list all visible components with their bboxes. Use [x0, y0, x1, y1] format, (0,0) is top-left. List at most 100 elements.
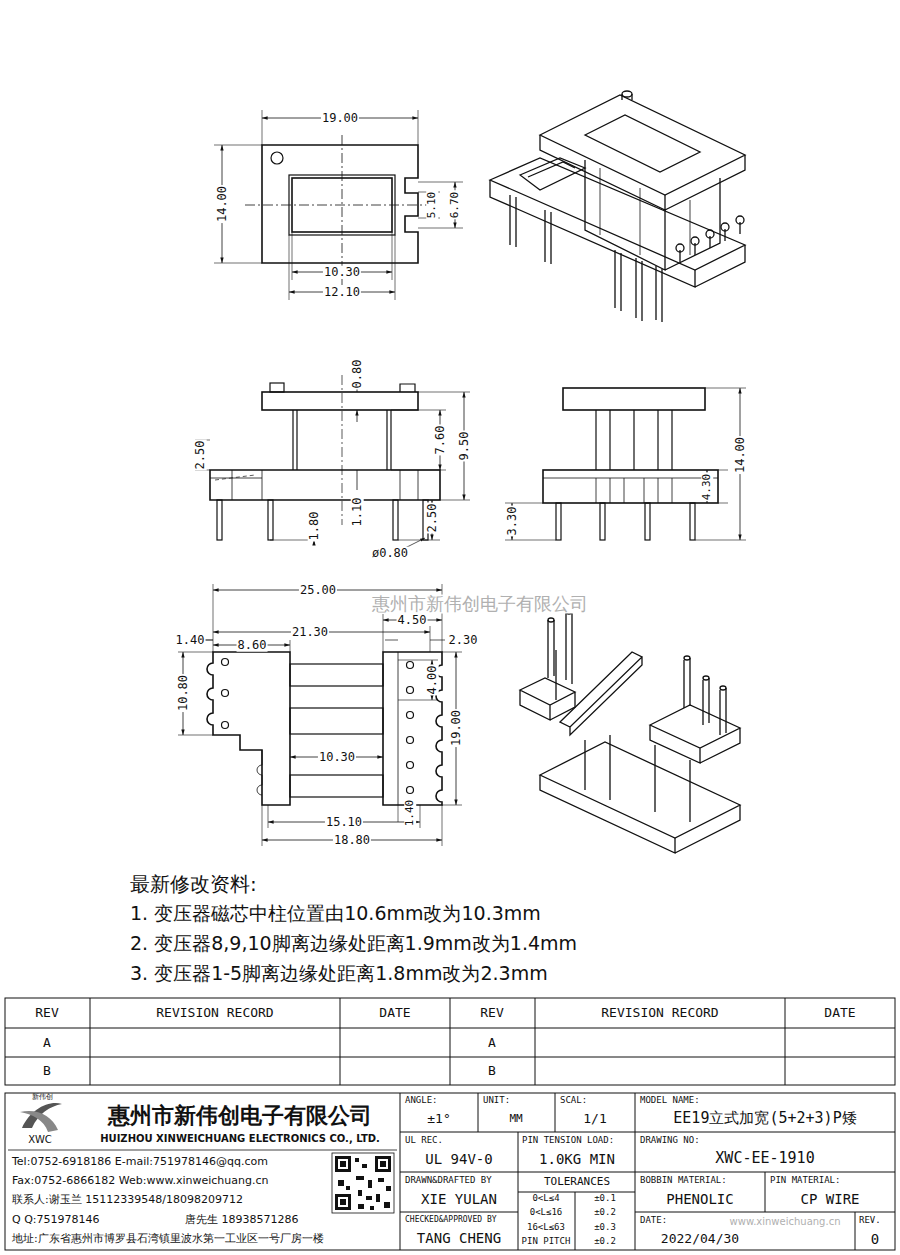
- drawing-line: [400, 1093, 895, 1250]
- drawing-line: [262, 392, 418, 410]
- field-label: PIN PITCH: [522, 1237, 571, 1246]
- drawing-line: [512, 388, 740, 540]
- dimension-value: ø0.80: [371, 547, 409, 560]
- dimension-value: 1.40: [175, 634, 206, 647]
- dimension-value: 0.80: [351, 359, 364, 390]
- drawing-line: [585, 735, 690, 822]
- dimension-value: 12.10: [323, 286, 361, 299]
- drawing-line: [271, 152, 283, 164]
- drawing-line: [585, 115, 700, 172]
- drawing-line: [490, 180, 745, 287]
- field-label: SCAL:: [560, 1096, 587, 1105]
- dimension-value: 2.50: [194, 440, 207, 471]
- drawing-line: [520, 678, 575, 720]
- drawing-line: [362, 1164, 367, 1168]
- drawing-line: [393, 500, 398, 540]
- dimension-value: 2.50: [426, 503, 439, 534]
- field-value: CP WIRE: [800, 1192, 859, 1207]
- revision-note: 2. 变压器8,9,10脚离边缘处距离1.9mm改为1.4mm: [130, 934, 577, 954]
- drawing-line: [407, 787, 414, 794]
- dimension-value: 4.30: [701, 473, 713, 502]
- drawing-line: [356, 1176, 364, 1180]
- logo-text: 新伟创: [32, 1094, 53, 1101]
- dimension-value: 10.30: [318, 751, 356, 764]
- drawing-line: [183, 590, 456, 840]
- field-label: 0<L≤16: [530, 1208, 563, 1217]
- drawing-line: [222, 118, 455, 292]
- isometric-view-top: [490, 91, 745, 322]
- drawing-line: [556, 503, 561, 540]
- dimension-value: 1.80: [308, 511, 321, 542]
- drawing-line: [370, 1206, 374, 1210]
- isometric-view-bottom: [520, 610, 740, 853]
- drawing-line: [736, 216, 744, 224]
- field-label: ±0.1: [594, 1194, 616, 1203]
- revision-table: [5, 998, 895, 1085]
- drawing-line: [290, 708, 383, 734]
- field-label: REV.: [859, 1216, 881, 1225]
- drawing-line: [338, 1159, 348, 1169]
- field-value: EE19立式加宽(5+2+3)P矮: [673, 1111, 856, 1127]
- drawing-line: [407, 712, 414, 719]
- drawing-line: [407, 737, 414, 744]
- top-view: [214, 110, 463, 300]
- company-name: 惠州市新伟创电子有限公司: [108, 1104, 372, 1127]
- dimension-value: 18.80: [333, 834, 371, 847]
- dimension-value: 19.00: [321, 112, 359, 125]
- field-value: 1/1: [583, 1112, 606, 1126]
- drawing-line: [340, 1161, 346, 1167]
- drawing-line: [368, 1180, 372, 1188]
- drawing-line: [398, 652, 399, 805]
- field-value: UL 94V-0: [425, 1152, 492, 1167]
- drawing-line: [342, 375, 343, 525]
- drawing-line: [290, 664, 383, 686]
- table-cell: REV: [480, 1006, 503, 1020]
- drawing-line: [386, 1186, 391, 1191]
- field-value: 2022/04/30: [661, 1232, 739, 1246]
- drawing-line: [207, 652, 290, 805]
- revision-note: 最新修改资料:: [130, 874, 257, 895]
- drawing-line: [400, 384, 415, 392]
- field-label: DATE:: [640, 1216, 667, 1225]
- drawing-line: [338, 1197, 348, 1207]
- field-label: 16<L≤63: [527, 1223, 565, 1232]
- drawing-line: [346, 1186, 350, 1190]
- drawing-line: [540, 775, 740, 853]
- dimension-value: 10.80: [177, 674, 190, 712]
- field-label: DRAWN&DRAFTED BY: [405, 1176, 492, 1185]
- drawing-line: [543, 478, 718, 503]
- qr-code: [332, 1153, 394, 1213]
- drawing-line: [262, 145, 418, 263]
- drawing-line: [210, 470, 418, 500]
- field-value: XIE YULAN: [421, 1192, 497, 1207]
- drawing-line: [596, 410, 672, 470]
- table-cell: B: [43, 1064, 51, 1078]
- title-block: [5, 1093, 895, 1250]
- field-value: TANG CHENG: [417, 1231, 501, 1246]
- dimension-value: 9.50: [458, 431, 471, 462]
- field-value: TOLERANCES: [544, 1176, 610, 1188]
- drawing-line: [520, 158, 585, 190]
- dimension-value: 21.30: [291, 626, 329, 639]
- dimension-value: 14.00: [734, 436, 747, 474]
- drawing-line: [214, 110, 463, 300]
- company-name: HUIZHOU XINWEICHUANG ELECTRONICS CO., LT…: [100, 1134, 380, 1145]
- drawing-line: [222, 659, 229, 666]
- dimension-value: 1.40: [404, 799, 416, 828]
- drawing-line: [335, 1156, 351, 1172]
- dimension-value: 10.30: [323, 266, 361, 279]
- watermark: www.xinweichuang.cn: [728, 1217, 843, 1228]
- dimension-value: 5.10: [426, 191, 438, 220]
- dimension-value: 8.60: [237, 639, 268, 652]
- drawing-line: [5, 1093, 895, 1250]
- revision-note: 3. 变压器1-5脚离边缘处距离1.8mm改为2.3mm: [130, 964, 548, 984]
- front-view: [195, 360, 470, 548]
- drawing-line: [548, 618, 554, 622]
- drawing-line: [358, 1204, 364, 1209]
- drawing-line: [268, 500, 273, 540]
- dimension-value: 1.10: [351, 497, 364, 528]
- field-value: PHENOLIC: [666, 1192, 733, 1207]
- drawing-line: [245, 135, 438, 285]
- drawing-line: [721, 223, 729, 231]
- drawing-line: [332, 1153, 394, 1213]
